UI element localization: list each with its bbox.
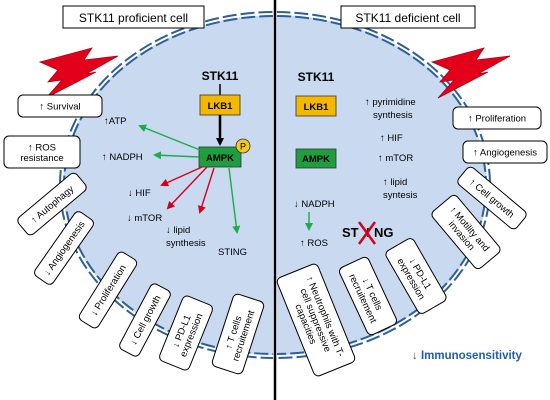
ampk-to-mtor-arrow — [166, 166, 208, 210]
left-atp-label: ↑ATP — [104, 116, 127, 127]
right-pyrimidine-label-2: synthesis — [373, 110, 413, 121]
ampk-to-sting-arrow — [228, 167, 241, 234]
sting-crossed-out: ST NG I — [342, 221, 394, 245]
right-title-box: STK11 deficient cell — [340, 5, 476, 29]
right-ampk-box — [295, 148, 337, 169]
right-stk11-label: STK11 — [298, 70, 335, 84]
left-mtor-label: ↓ mTOR — [127, 213, 162, 224]
cross-line-2 — [357, 221, 377, 245]
left-outcome-box-frame-2 — [17, 172, 87, 236]
right-ampk-label: AMPK — [302, 154, 330, 165]
left-lightning-icon — [38, 47, 119, 99]
right-ros-label: ↑ ROS — [300, 238, 328, 249]
left-outcome-text-0-0: ↑ Survival — [39, 102, 80, 113]
right-outcome-box-frame-3 — [431, 194, 501, 270]
left-outcome-box-frame-4 — [78, 251, 138, 329]
left-outcome-box-frame-3 — [34, 211, 94, 285]
left-outcome-box-0: ↑ Survival — [17, 94, 103, 118]
right-nadph-label: ↓ NADPH — [294, 199, 335, 210]
left-title: STK11 proficient cell — [79, 11, 188, 25]
right-outcome-text-0-0: ↑ Proliferation — [468, 114, 526, 125]
right-sting-label-start: ST — [342, 225, 359, 240]
right-outcome-box-frame-2 — [457, 166, 527, 230]
left-outcome-box-frame-1 — [3, 135, 81, 169]
right-outcome-box-frame-6 — [276, 263, 356, 377]
ampk-to-nadph-arrow — [153, 151, 200, 160]
right-lipid-label-2: syntesis — [383, 190, 418, 201]
right-mtor-label: ↑ mTOR — [378, 153, 413, 164]
right-outcome-box-frame-4 — [385, 238, 447, 314]
immunosensitivity-label: ↓ Immunosensitivity — [412, 350, 523, 362]
right-lkb1-label: LKB1 — [304, 102, 330, 113]
left-lipid-label-2: synthesis — [166, 238, 206, 249]
left-outcome-box-frame-5 — [119, 283, 171, 357]
right-outcome-box-0: ↑ Proliferation — [452, 106, 542, 130]
right-outcome-box-frame-5 — [339, 256, 397, 336]
left-outcome-text-1-0: ↑ ROS — [28, 142, 56, 153]
ampk-to-atp-arrow — [138, 124, 201, 151]
right-lightning-icon — [430, 47, 511, 99]
left-outcome-box-frame-0 — [17, 94, 103, 118]
right-outcome-text-1-0: ↑ Angiogenesis — [473, 148, 537, 159]
phosphate-label: P — [240, 142, 246, 152]
ampk-to-hif-arrow — [160, 166, 203, 187]
left-lkb1-label: LKB1 — [208, 101, 234, 112]
left-sting-label: STING — [218, 247, 247, 258]
left-stk11-label: STK11 — [202, 69, 239, 83]
right-outcome-box-1: ↑ Angiogenesis — [462, 140, 548, 164]
right-pyrimidine-label-1: ↑ pyrimidine — [365, 97, 416, 108]
phosphate-icon — [235, 138, 251, 154]
left-nadph-label: ↑ NADPH — [102, 152, 143, 163]
left-title-box: STK11 proficient cell — [62, 5, 205, 29]
left-ampk-label: AMPK — [206, 153, 234, 164]
left-outcome-text-1-1: resistance — [20, 153, 63, 164]
right-lkb1-box — [295, 95, 337, 117]
right-outcome-box-frame-0 — [452, 106, 542, 130]
ampk-to-lipid-arrow — [198, 167, 215, 214]
left-hif-label: ↓ HIF — [128, 188, 151, 199]
right-title: STK11 deficient cell — [355, 11, 460, 25]
left-outcome-box-frame-7 — [211, 293, 265, 375]
left-lipid-label-1: ↓ lipid — [166, 225, 190, 236]
right-lipid-label-1: ↑ lipid — [383, 177, 407, 188]
right-hif-label: ↑ HIF — [380, 133, 403, 144]
left-outcome-box-frame-6 — [159, 295, 213, 371]
right-outcome-box-frame-1 — [462, 140, 548, 164]
right-sting-label-end: NG — [374, 225, 394, 240]
